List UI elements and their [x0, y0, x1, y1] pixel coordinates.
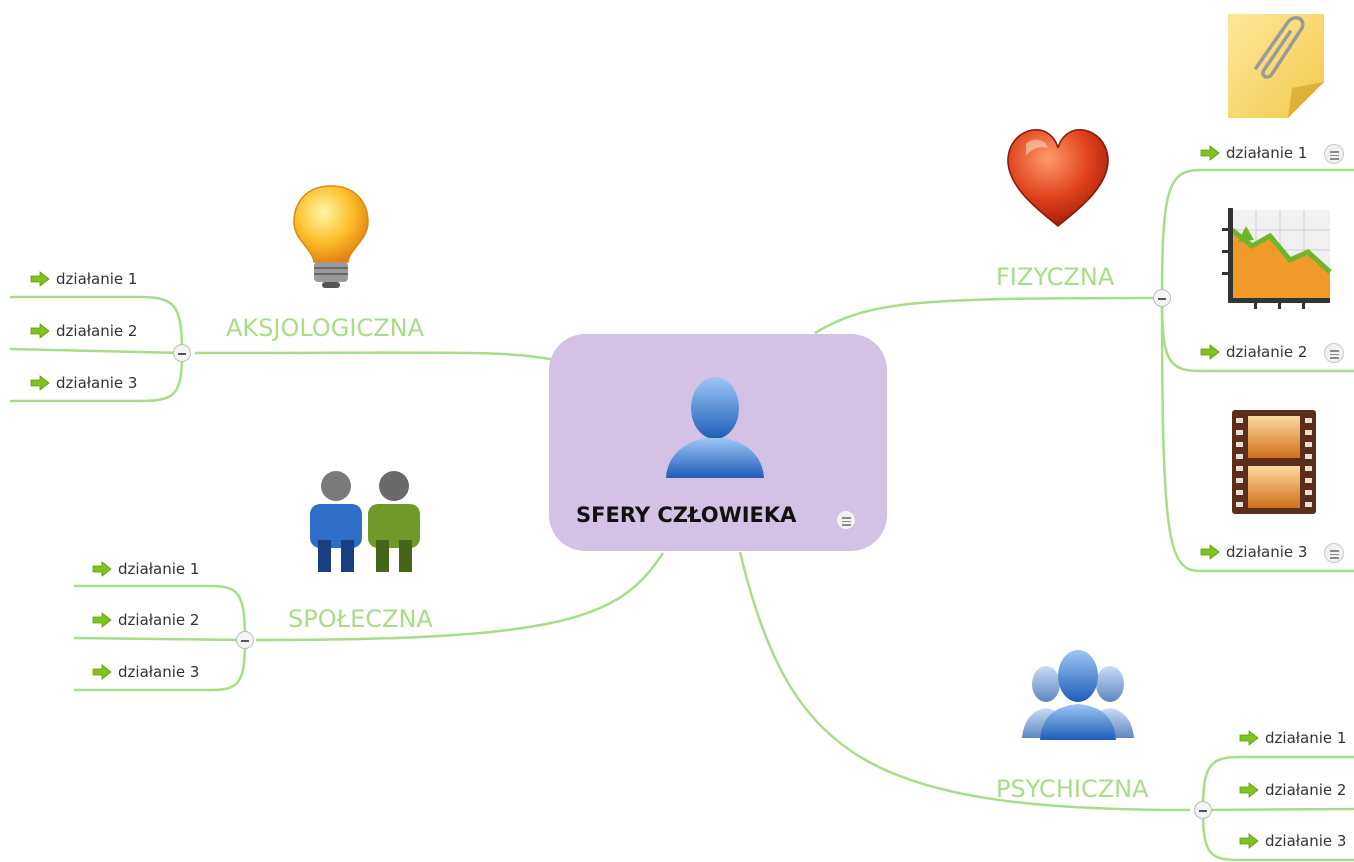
arrow-right-icon	[1200, 544, 1220, 560]
leaf-spoleczna-3[interactable]: działanie 3	[92, 661, 199, 683]
connector-spoleczna	[255, 552, 665, 642]
arrow-right-icon	[92, 664, 112, 680]
leaf-psychiczna-3[interactable]: działanie 3	[1239, 830, 1346, 852]
leaf-label: działanie 1	[1226, 144, 1308, 162]
leaf-label: działanie 1	[1265, 729, 1347, 747]
notes-icon[interactable]	[1324, 343, 1344, 363]
leaf-label: działanie 2	[56, 322, 138, 340]
notes-icon[interactable]	[1324, 144, 1344, 164]
leaf-label: działanie 1	[56, 270, 138, 288]
leaf-label: działanie 3	[118, 663, 200, 681]
branch-fizyczna[interactable]: FIZYCZNA	[996, 263, 1115, 291]
notes-icon[interactable]	[836, 510, 856, 530]
leaf-fizyczna-3[interactable]: działanie 3	[1200, 541, 1307, 563]
notes-icon[interactable]	[1324, 543, 1344, 563]
person-icon	[666, 377, 764, 478]
heart-icon	[1007, 129, 1109, 227]
collapse-toggle[interactable]	[1153, 289, 1171, 307]
arrow-right-icon	[92, 561, 112, 577]
leaf-psychiczna-1[interactable]: działanie 1	[1239, 727, 1346, 749]
arrow-right-icon	[30, 323, 50, 339]
leaf-label: działanie 2	[1265, 781, 1347, 799]
leaf-label: działanie 3	[1265, 832, 1347, 850]
line-chart-icon	[1222, 208, 1332, 309]
sticky-note-paperclip-icon	[1228, 14, 1324, 118]
collapse-toggle[interactable]	[173, 344, 191, 362]
two-people-icon	[310, 471, 420, 572]
collapse-toggle[interactable]	[1194, 801, 1212, 819]
leaf-label: działanie 2	[118, 611, 200, 629]
arrow-right-icon	[30, 375, 50, 391]
leaf-psychiczna-2[interactable]: działanie 2	[1239, 779, 1346, 801]
leaf-label: działanie 1	[118, 560, 200, 578]
leaf-label: działanie 3	[56, 374, 138, 392]
group-icon	[1022, 650, 1134, 740]
leaf-label: działanie 2	[1226, 343, 1308, 361]
arrow-right-icon	[1239, 730, 1259, 746]
arrow-right-icon	[1200, 344, 1220, 360]
arrow-right-icon	[1239, 782, 1259, 798]
leaf-spoleczna-2[interactable]: działanie 2	[92, 609, 199, 631]
leaf-fizyczna-2[interactable]: działanie 2	[1200, 341, 1307, 363]
collapse-toggle[interactable]	[236, 631, 254, 649]
central-title: SFERY CZŁOWIEKA	[576, 503, 797, 527]
arrow-right-icon	[1239, 833, 1259, 849]
leaf-spoleczna-1[interactable]: działanie 1	[92, 558, 199, 580]
lightbulb-icon	[293, 185, 369, 288]
leaf-aksjologiczna-2[interactable]: działanie 2	[30, 320, 137, 342]
film-strip-icon	[1232, 410, 1316, 514]
connector-fizyczna	[814, 296, 1161, 335]
arrow-right-icon	[1200, 145, 1220, 161]
branch-psychiczna[interactable]: PSYCHICZNA	[996, 775, 1149, 803]
branch-aksjologiczna[interactable]: AKSJOLOGICZNA	[226, 314, 425, 342]
arrow-right-icon	[30, 271, 50, 287]
branch-spoleczna[interactable]: SPOŁECZNA	[288, 605, 433, 633]
leaf-aksjologiczna-1[interactable]: działanie 1	[30, 268, 137, 290]
leaf-label: działanie 3	[1226, 543, 1308, 561]
connector-psychiczna	[738, 551, 1191, 812]
connector-aksjologiczna	[194, 351, 557, 362]
leaf-aksjologiczna-3[interactable]: działanie 3	[30, 372, 137, 394]
leaf-fizyczna-1[interactable]: działanie 1	[1200, 142, 1307, 164]
arrow-right-icon	[92, 612, 112, 628]
